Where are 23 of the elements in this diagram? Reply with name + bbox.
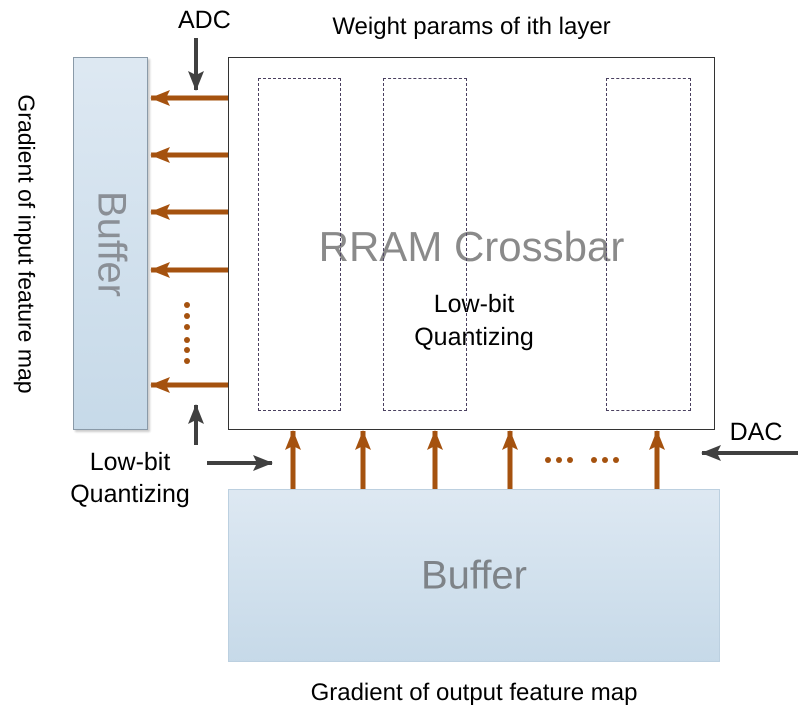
- arrow: [207, 455, 273, 471]
- caption-text: Weight params of ith layer: [332, 13, 611, 41]
- arrow: [150, 90, 228, 106]
- quantizing-label: Low-bit Quantizing: [69, 447, 191, 510]
- arrow: [150, 262, 228, 278]
- caption-text: Gradient of output feature map: [310, 679, 638, 706]
- buffer-label: Buffer: [88, 190, 133, 296]
- buffer-label: Buffer: [421, 553, 527, 598]
- converter-label: DAC: [728, 418, 784, 447]
- arrow: [150, 377, 228, 393]
- arrow: [188, 38, 204, 91]
- arrow: [649, 430, 665, 489]
- arrow: [150, 204, 228, 220]
- arrow: [701, 445, 798, 461]
- arrow: [285, 430, 301, 489]
- converter-label: ADC: [178, 6, 230, 35]
- arrow: [188, 404, 204, 445]
- arrow: [502, 430, 518, 489]
- arrow: [355, 430, 371, 489]
- arrow: [150, 147, 228, 163]
- arrow: [427, 430, 443, 489]
- crossbar-label: RRAM Crossbar: [318, 223, 624, 271]
- caption-text: Gradient of input feature map: [12, 94, 40, 394]
